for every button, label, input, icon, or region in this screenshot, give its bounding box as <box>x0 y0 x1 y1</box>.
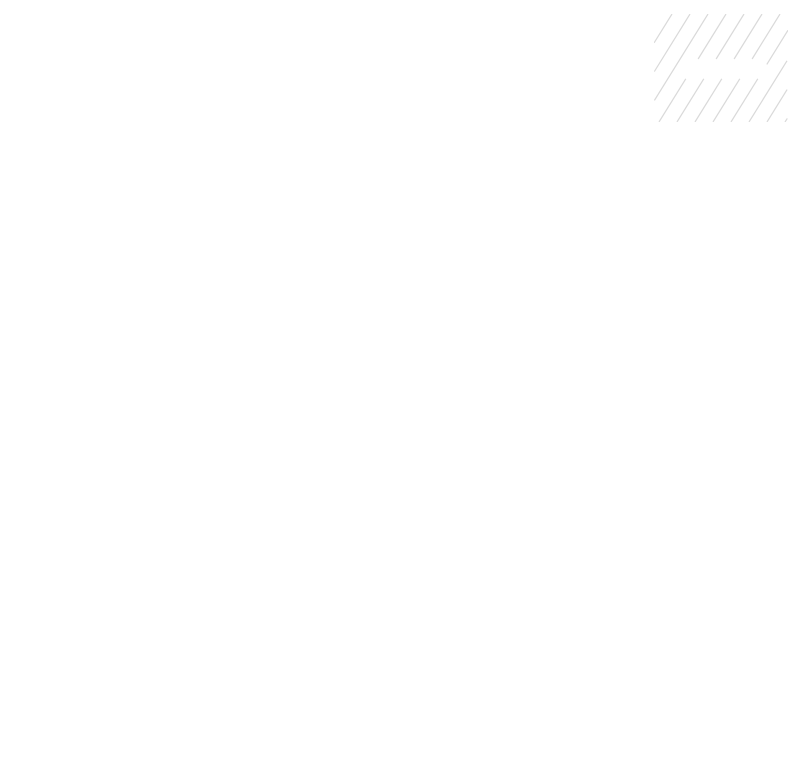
hatch-line <box>697 14 727 60</box>
hatch-line <box>766 89 788 122</box>
hatch-line <box>654 14 709 101</box>
hatch-line <box>654 14 673 44</box>
hatch-line <box>751 14 781 60</box>
hatch-pattern <box>654 14 788 122</box>
empty-content-area <box>0 130 800 763</box>
hatch-line <box>676 78 705 122</box>
hatch-line <box>748 60 788 122</box>
hatch-line <box>694 78 723 122</box>
hatch-line <box>712 78 741 122</box>
hatch-line <box>658 78 687 122</box>
hatch-line <box>784 118 788 122</box>
hatch-line <box>715 14 745 60</box>
hatch-line <box>654 14 691 72</box>
hatch-line <box>730 78 759 122</box>
hatch-line <box>733 14 763 60</box>
hatch-line <box>766 29 788 65</box>
hatched-placeholder-icon <box>654 14 788 122</box>
